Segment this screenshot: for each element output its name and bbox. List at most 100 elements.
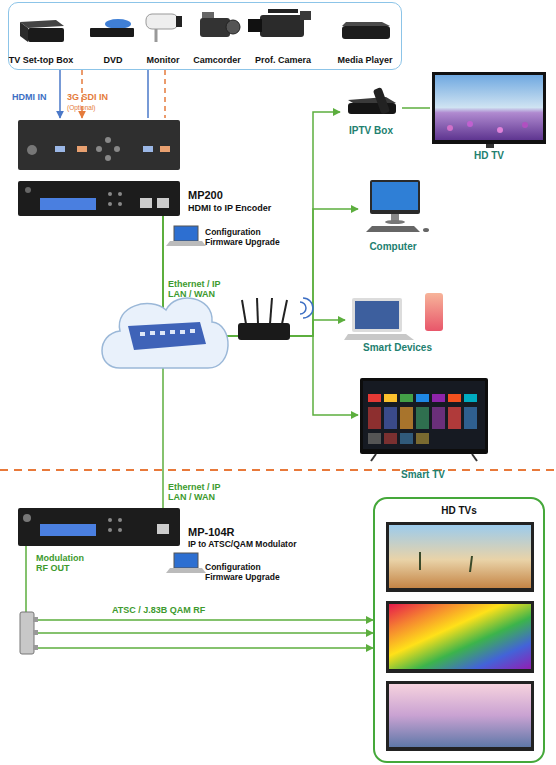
wifi-router [300, 302, 306, 314]
encoder-rear-panel [105, 137, 111, 143]
encoder-front-panel [108, 202, 112, 206]
modulator-front-panel [157, 524, 169, 534]
encoder-rear-panel [77, 146, 87, 152]
encoder-rear-panel [96, 146, 102, 152]
smart-devices: Smart Devices [345, 293, 450, 355]
camcorder-icon [200, 12, 240, 37]
set-top-box-icon [20, 20, 64, 42]
media-player-icon [342, 26, 390, 39]
encoder-front-panel [118, 202, 122, 206]
node-subtitle: DVD [71, 55, 155, 65]
smart-tv-icon [432, 407, 445, 429]
iptv-box-icon [348, 97, 396, 106]
set-top-box-icon [20, 22, 28, 42]
smart-tv-icon [464, 394, 477, 402]
smart-tv-icon [448, 407, 461, 429]
smart-tv-icon [360, 378, 488, 461]
connector-line [163, 209, 358, 336]
laptop-icon [174, 226, 198, 241]
network-switch [160, 331, 165, 335]
encoder-front-panel [108, 192, 112, 196]
smart-devices-icon [344, 334, 414, 340]
input-wire [148, 70, 165, 118]
computer-icon [423, 228, 429, 232]
media-player-icon [342, 22, 390, 39]
professional-camera-icon [248, 19, 262, 32]
hd-tv-icon [447, 125, 453, 131]
wifi-router [238, 298, 313, 340]
computer-icon [370, 180, 420, 214]
network-switch [190, 329, 195, 333]
smart-tv-icon [416, 407, 429, 429]
node-subtitle: Camcorder [175, 55, 259, 65]
hd-tv-screen [386, 522, 534, 592]
rf-splitter [20, 612, 34, 654]
media-player-icon [342, 22, 390, 26]
hd-tv-screen [386, 601, 534, 673]
connector-line [162, 216, 164, 508]
hd-tv-screen [386, 681, 534, 751]
node-title: IPTV Box [340, 125, 402, 137]
modulator-front-panel [118, 528, 122, 532]
smart-tv-icon [384, 394, 397, 402]
connector-line [163, 216, 345, 336]
laptop-icon [166, 553, 206, 573]
iptv-box-icon [373, 87, 390, 115]
modulator-front-panel [118, 518, 122, 522]
encoder-front-panel [140, 198, 152, 208]
wifi-router [282, 300, 287, 324]
wifi-router [270, 298, 272, 324]
encoder-front-panel [157, 198, 169, 208]
dvd-player-icon [90, 19, 134, 37]
node-subtitle: Prof. Camera [241, 55, 325, 65]
cctv-camera-icon [146, 14, 178, 29]
smart-tv-icon [368, 433, 381, 444]
node-title: HD TVs [375, 505, 543, 517]
connector-line [402, 107, 430, 109]
smart-tv-icon [371, 454, 376, 461]
iptv-box-icon [348, 103, 396, 114]
smart-tv-icon [400, 433, 413, 444]
node-title: TV Set-top Box [0, 55, 83, 65]
network-cloud [102, 298, 228, 368]
smart-tv-icon [416, 394, 429, 402]
computer-icon [372, 182, 418, 210]
node-subtitle: IP to ATSC/QAM Modulator [188, 540, 296, 550]
modulator-front-panel [18, 508, 180, 546]
hd-tv-screen [389, 684, 531, 747]
node-subtitle: HDMI to IP Encoder [188, 203, 271, 213]
computer-icon [366, 180, 429, 232]
cctv-camera-icon [146, 14, 182, 42]
modulator-front-panel [108, 518, 112, 522]
smart-devices-icon [344, 293, 443, 340]
hd-tv-icon [522, 122, 528, 128]
encoder-rear-panel [18, 120, 180, 170]
smart-devices-icon [355, 301, 399, 329]
set-top-box-icon [20, 20, 64, 28]
encoder-front-panel [25, 187, 31, 193]
rf-splitter [33, 645, 38, 650]
rf-branch-wire [36, 647, 373, 649]
node-title: Smart Devices [345, 342, 450, 354]
modulator-front-panel [18, 508, 180, 546]
connector-line [163, 112, 340, 336]
laptop-icon [174, 553, 198, 568]
connector-label: HDMI IN [12, 92, 62, 102]
cctv-camera-icon [155, 28, 158, 42]
dvd-player-icon [105, 19, 131, 29]
hd-tv-device: HD TV [430, 70, 548, 165]
rf-branch-wire [36, 633, 373, 648]
network-label: Ethernet / IP LAN / WAN [168, 279, 238, 300]
computer-icon [385, 220, 405, 224]
encoder-rear-panel [18, 120, 180, 170]
smart-tv-icon [400, 407, 413, 429]
modulator-front-panel [40, 524, 96, 536]
encoder-rear-panel [55, 146, 65, 152]
connector-line [26, 546, 373, 620]
smart-tv-device: Smart TV [358, 376, 488, 482]
encoder-front-panel [118, 192, 122, 196]
config-note: Configuration Firmware Upgrade [205, 228, 290, 248]
rf-splitter [20, 612, 38, 654]
